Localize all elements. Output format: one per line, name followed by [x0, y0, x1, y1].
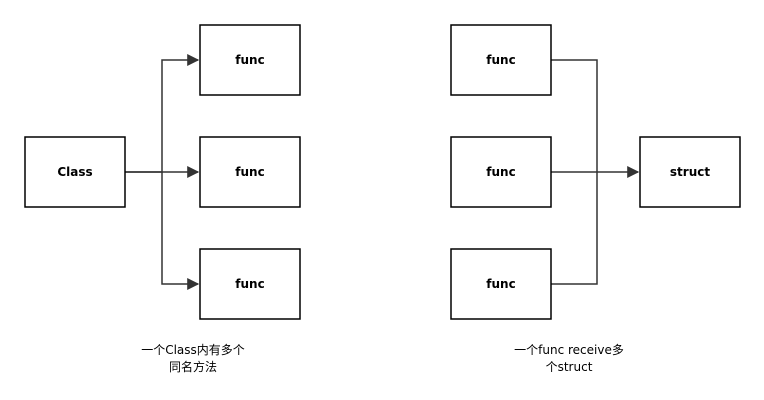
left-func-box-3: func — [199, 248, 301, 320]
left-caption-line-1: 一个Class内有多个 — [141, 343, 245, 357]
left-func-box-2-label: func — [235, 165, 264, 179]
right-func-box-1-label: func — [486, 53, 515, 67]
left-diagram: Class func func func 一个Class内有多个 同名方法 — [24, 24, 301, 374]
right-caption-line-2: 个struct — [546, 360, 593, 374]
right-func-box-2-label: func — [486, 165, 515, 179]
struct-box-label: struct — [670, 165, 710, 179]
left-func-box-1-label: func — [235, 53, 264, 67]
connector-func-3-to-struct — [551, 172, 598, 285]
connector-func-1-to-struct — [551, 59, 598, 172]
struct-box: struct — [639, 136, 741, 208]
right-func-box-3-label: func — [486, 277, 515, 291]
left-caption-line-2: 同名方法 — [169, 359, 217, 374]
left-func-box-3-label: func — [235, 277, 264, 291]
right-caption-line-1: 一个func receive多 — [514, 343, 624, 357]
connector-class-to-func-3 — [161, 172, 200, 290]
right-diagram: func func func struct 一个func receive多 个s… — [450, 24, 741, 374]
class-box-label: Class — [57, 165, 92, 179]
left-func-box-1: func — [199, 24, 301, 96]
right-func-box-1: func — [450, 24, 552, 96]
connector-class-to-func-1 — [125, 54, 200, 173]
class-box: Class — [24, 136, 126, 208]
right-func-box-2: func — [450, 136, 552, 208]
left-func-box-2: func — [199, 136, 301, 208]
right-func-box-3: func — [450, 248, 552, 320]
